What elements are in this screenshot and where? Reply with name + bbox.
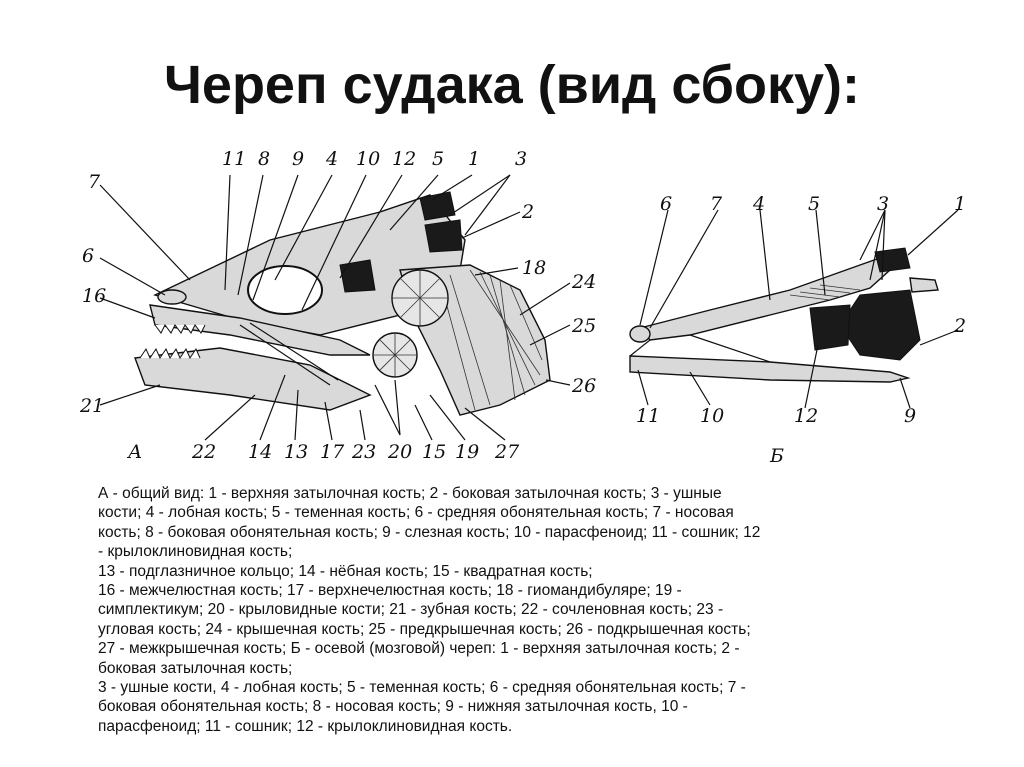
caption-line: угловая кость; 24 - крышечная кость; 25 … <box>98 620 948 639</box>
label-b-11: 11 <box>636 405 660 427</box>
caption-line: кость; 8 - боковая обонятельная кость; 9… <box>98 523 948 542</box>
caption-line: 16 - межчелюстная кость; 17 - верхнечелю… <box>98 581 948 600</box>
label-a-18: 18 <box>522 257 546 279</box>
label-a-16: 16 <box>82 285 106 307</box>
label-a-26: 26 <box>571 375 596 397</box>
skull-diagram: 11 8 9 4 10 12 5 1 3 7 2 6 16 18 24 25 2… <box>70 140 970 470</box>
caption-line: 13 - подглазничное кольцо; 14 - нёбная к… <box>98 562 948 581</box>
label-b-5: 5 <box>808 193 820 215</box>
label-b-9: 9 <box>904 405 916 427</box>
caption-line: 3 - ушные кости, 4 - лобная кость; 5 - т… <box>98 678 948 697</box>
caption-line: - крылоклиновидная кость; <box>98 542 948 561</box>
caption-line: боковая обонятельная кость; 8 - носовая … <box>98 697 948 716</box>
label-a-10: 10 <box>356 148 380 170</box>
label-a-12: 12 <box>392 148 416 170</box>
label-b-6: 6 <box>660 193 672 215</box>
label-a-23: 23 <box>351 441 376 463</box>
label-a-3: 3 <box>515 148 527 170</box>
label-b-4: 4 <box>752 193 765 215</box>
label-a-6: 6 <box>82 245 94 267</box>
label-a-25: 25 <box>571 315 596 337</box>
label-b-3: 3 <box>877 193 889 215</box>
figure-caption: А - общий вид: 1 - верхняя затылочная ко… <box>98 484 948 736</box>
label-a-21: 21 <box>79 395 104 417</box>
label-b-10: 10 <box>700 405 724 427</box>
label-a-27: 27 <box>494 441 520 463</box>
label-a-8: 8 <box>258 148 270 170</box>
caption-line: 27 - межкрышечная кость; Б - осевой (моз… <box>98 639 948 658</box>
label-a-19: 19 <box>455 441 479 463</box>
label-b-7: 7 <box>710 193 723 215</box>
label-a-1: 1 <box>468 148 480 170</box>
caption-line: парасфеноид; 11 - сошник; 12 - крылоклин… <box>98 717 948 736</box>
label-a-4: 4 <box>325 148 338 170</box>
label-a-11: 11 <box>222 148 246 170</box>
label-a-17: 17 <box>320 441 345 463</box>
figure-b-letter: Б <box>769 445 784 467</box>
label-a-7: 7 <box>88 171 101 193</box>
caption-line: кости; 4 - лобная кость; 5 - теменная ко… <box>98 503 948 522</box>
caption-line: симплектикум; 20 - крыловидные кости; 21… <box>98 600 948 619</box>
label-a-2: 2 <box>521 201 534 223</box>
label-a-9: 9 <box>292 148 304 170</box>
slide-title: Череп судака (вид сбоку): <box>0 58 1024 112</box>
label-a-24: 24 <box>571 271 596 293</box>
label-a-20: 20 <box>387 441 412 463</box>
label-a-22: 22 <box>191 441 216 463</box>
caption-line: А - общий вид: 1 - верхняя затылочная ко… <box>98 484 948 503</box>
label-b-1: 1 <box>954 193 966 215</box>
label-a-14: 14 <box>248 441 272 463</box>
figure-a-letter: А <box>126 441 142 463</box>
label-a-5: 5 <box>432 148 444 170</box>
skull-b-drawing <box>630 248 938 382</box>
label-b-2: 2 <box>953 315 966 337</box>
label-b-12: 12 <box>794 405 818 427</box>
label-a-13: 13 <box>284 441 308 463</box>
label-a-15: 15 <box>422 441 446 463</box>
caption-line: боковая затылочная кость; <box>98 659 948 678</box>
